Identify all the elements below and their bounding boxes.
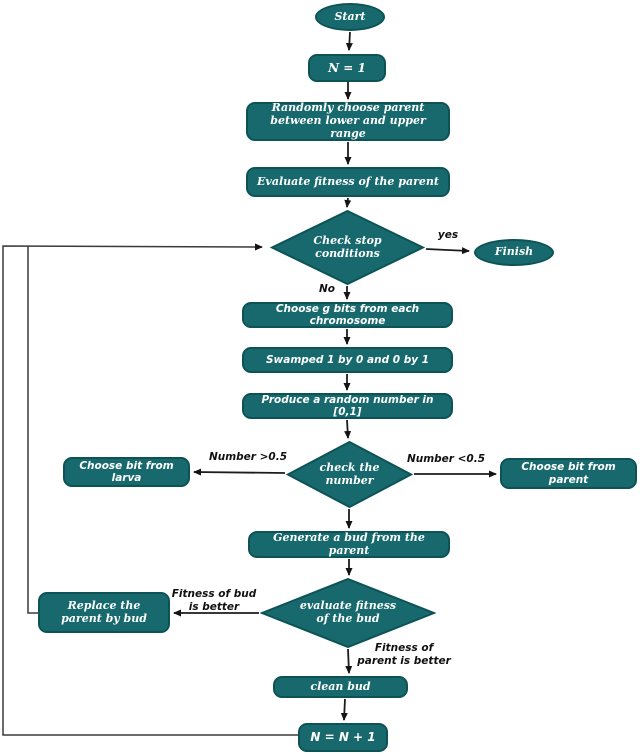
node-n-incr-label: N = N + 1 <box>310 730 376 745</box>
node-clean-bud: clean bud <box>273 676 408 698</box>
edge-label-bud-better: Fitness of bud is better <box>171 588 257 614</box>
edge-label-yes: yes <box>437 229 459 241</box>
diamond-shape <box>260 578 436 648</box>
node-n-init-label: N = 1 <box>328 60 366 75</box>
node-bit-parent-label: Choose bit from parent <box>521 461 616 486</box>
node-eval-parent: Evaluate fitness of the parent <box>246 167 450 197</box>
node-choose-bits-label: Choose g bits from each chromosome <box>275 302 420 327</box>
node-check-stop: Check stop conditions <box>270 210 425 285</box>
node-start-label: Start <box>334 9 366 23</box>
node-generate-bud-label: Generate a bud from the parent <box>273 530 425 557</box>
node-random-parent: Randomly choose parent between lower and… <box>246 101 450 141</box>
node-replace-parent-label: Replace the parent by bud <box>61 598 147 625</box>
node-choose-bits: Choose g bits from each chromosome <box>242 302 453 328</box>
node-check-stop-label: Check stop conditions <box>313 233 382 260</box>
edge-label-no: No <box>318 283 335 295</box>
node-generate-bud: Generate a bud from the parent <box>248 531 450 558</box>
node-clean-bud-label: clean bud <box>310 679 371 693</box>
node-random-parent-label: Randomly choose parent between lower and… <box>270 101 426 140</box>
edge-label-parent-better: Fitness of parent is better <box>357 642 451 668</box>
node-eval-bud-label: evaluate fitness of the bud <box>299 599 397 625</box>
node-check-number-label: check the number <box>319 460 380 487</box>
node-check-number: check the number <box>286 441 413 508</box>
node-bit-parent: Choose bit from parent <box>500 458 637 489</box>
edge-label-number-lt: Number <0.5 <box>406 453 486 465</box>
node-random-number: Produce a random number in [0,1] <box>242 393 453 419</box>
node-finish-label: Finish <box>494 245 534 259</box>
node-bit-larva-label: Choose bit from larva <box>79 459 174 484</box>
node-swap-label: Swamped 1 by 0 and 0 by 1 <box>265 353 430 366</box>
node-eval-parent-label: Evaluate fitness of the parent <box>257 174 439 188</box>
diamond-shape <box>270 210 425 285</box>
node-n-incr: N = N + 1 <box>298 723 388 752</box>
node-bit-larva: Choose bit from larva <box>63 457 190 487</box>
node-replace-parent: Replace the parent by bud <box>38 592 170 633</box>
edge-label-number-gt: Number >0.5 <box>208 451 288 463</box>
diamond-shape <box>286 441 413 508</box>
node-eval-bud: evaluate fitness of the bud <box>260 578 436 648</box>
node-finish: Finish <box>474 239 554 266</box>
node-random-number-label: Produce a random number in [0,1] <box>261 393 434 418</box>
node-swap: Swamped 1 by 0 and 0 by 1 <box>242 347 453 373</box>
node-n-init: N = 1 <box>308 54 386 82</box>
node-start: Start <box>315 3 385 31</box>
